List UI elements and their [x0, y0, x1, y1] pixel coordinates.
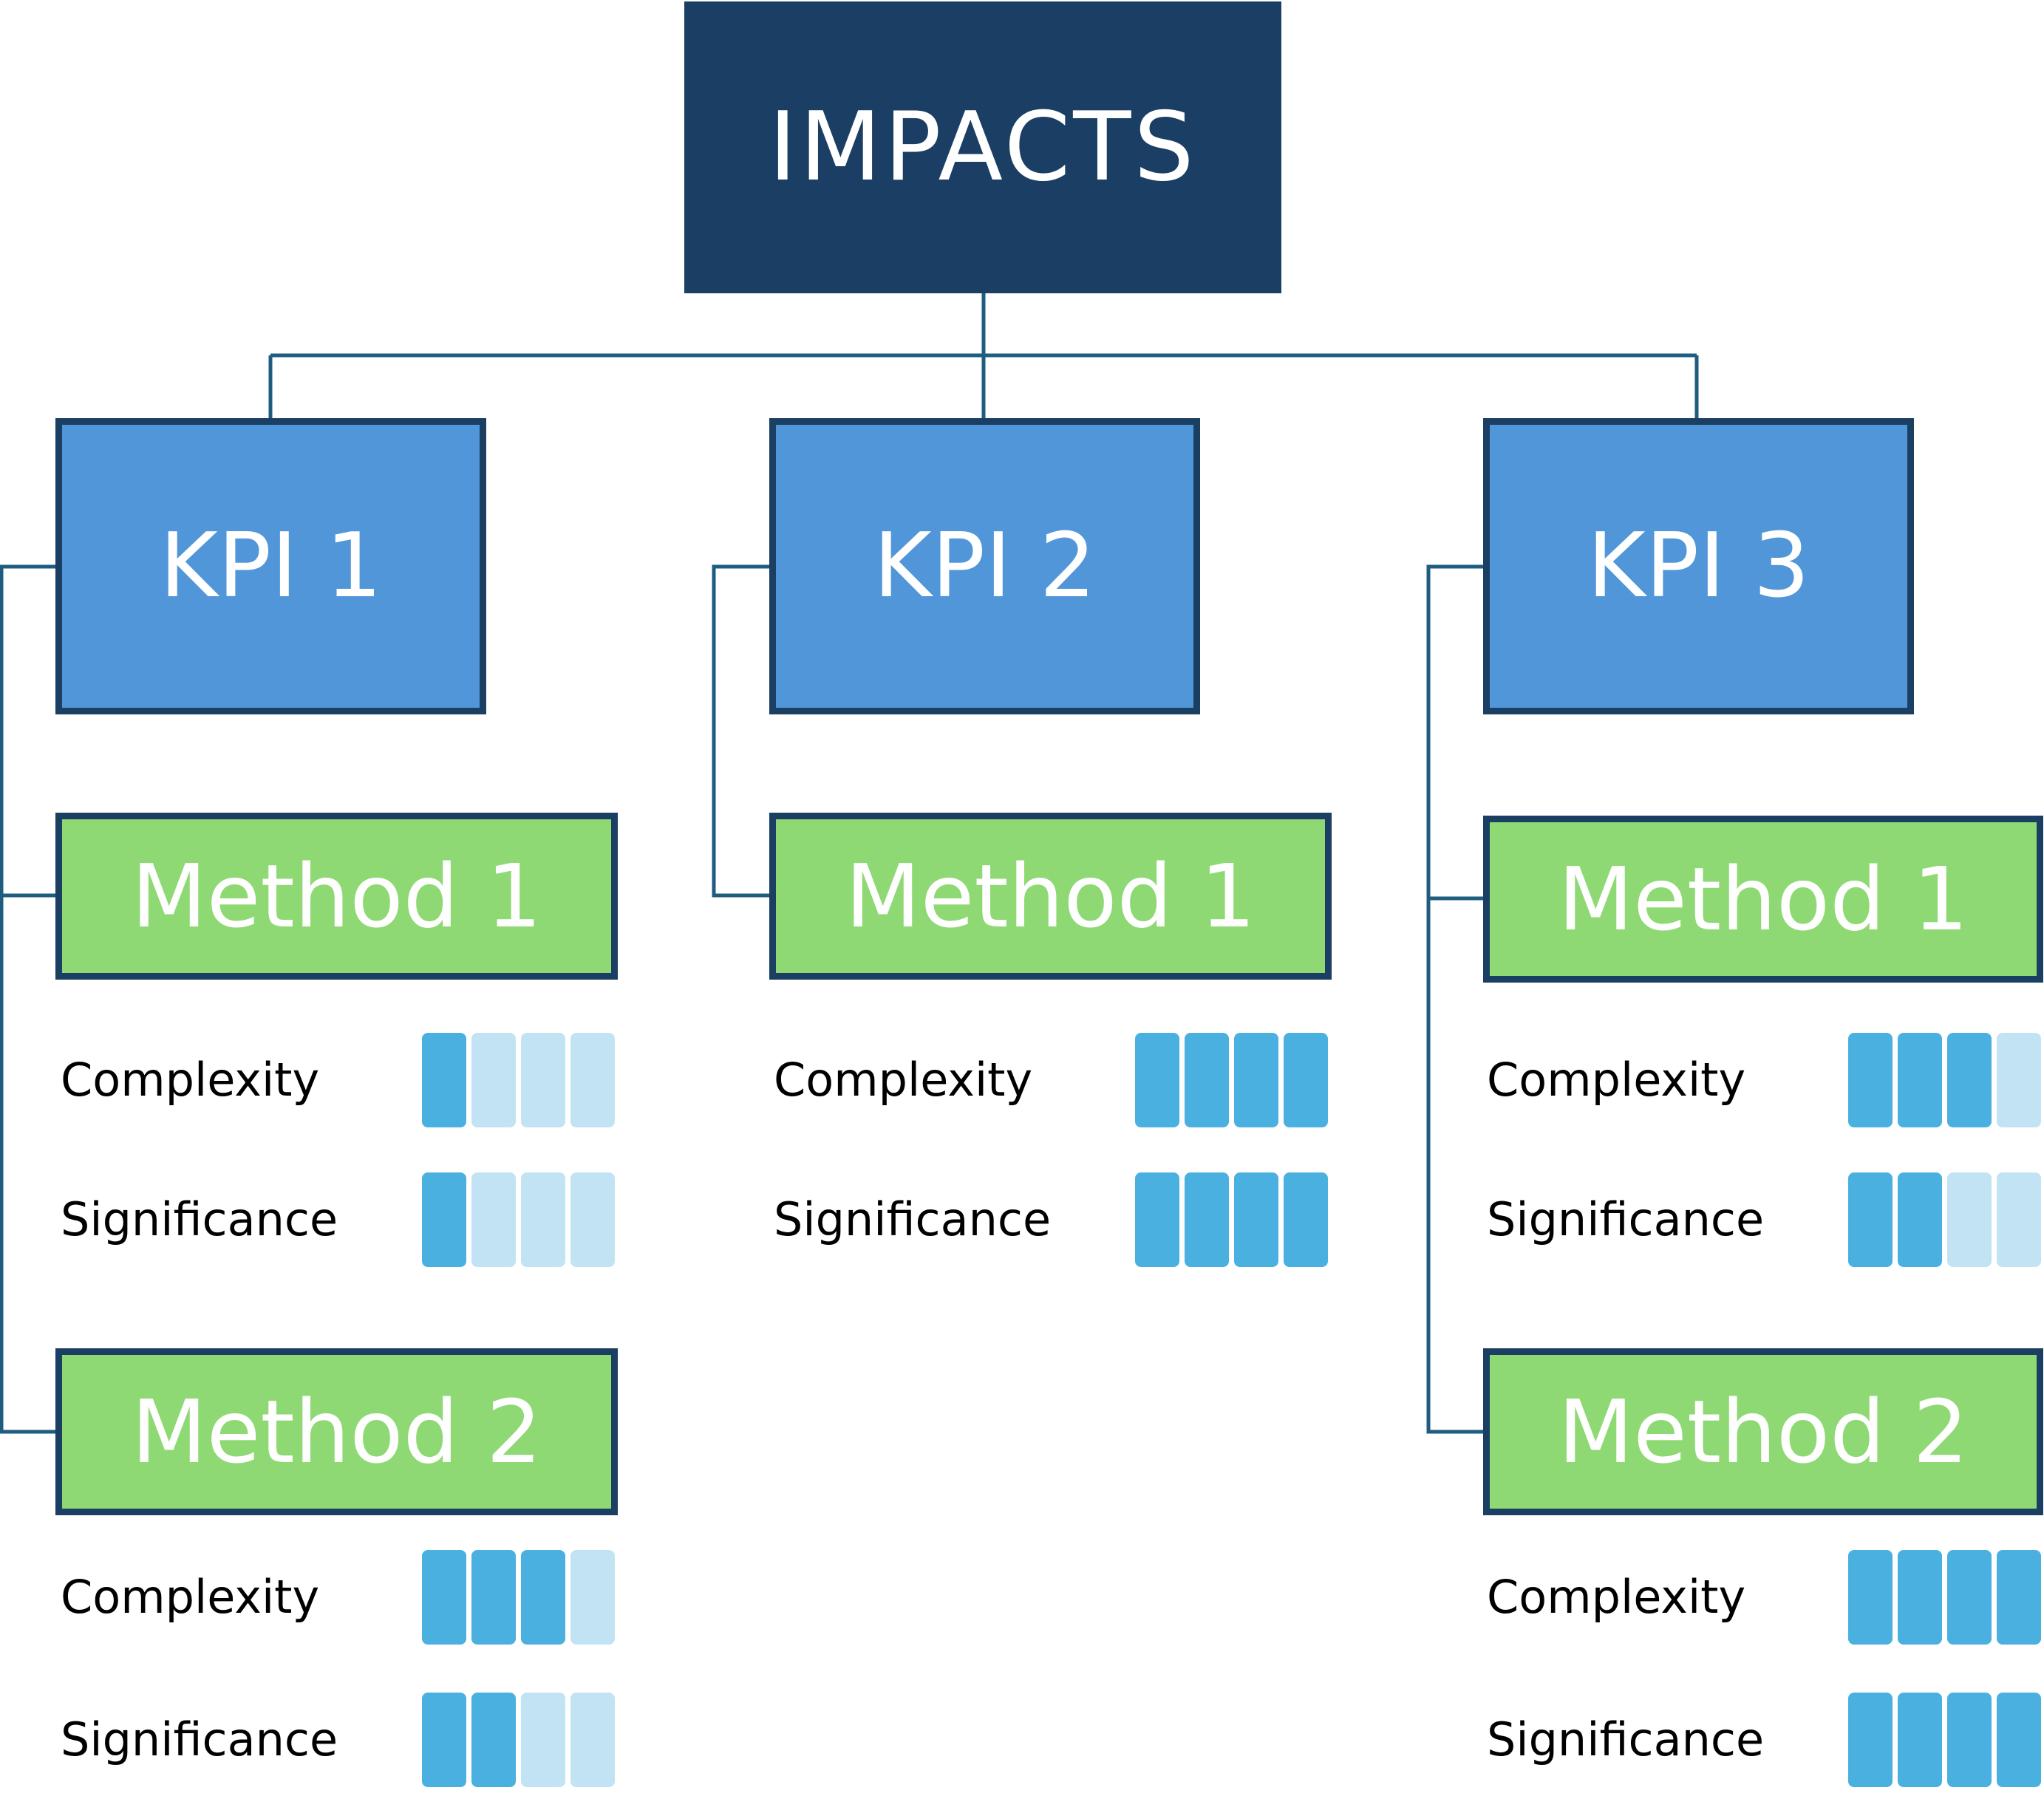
level-segment-empty [570, 1693, 615, 1787]
kpi-3-method-1-complexity-rating: Complexity [1487, 1033, 2041, 1127]
kpi-3-method-1-label: Method 1 [1558, 848, 1969, 950]
kpi-1-method-2-box: Method 2 [55, 1348, 618, 1515]
level-segment-filled [1185, 1033, 1229, 1127]
complexity-label: Complexity [61, 1570, 320, 1624]
kpi-3-method-2-box: Method 2 [1483, 1348, 2043, 1515]
level-bar [422, 1172, 615, 1267]
kpi-1-method-1-box: Method 1 [55, 813, 618, 980]
level-segment-empty [471, 1172, 516, 1267]
kpi-1-method-1-label: Method 1 [131, 845, 542, 947]
significance-label: Significance [61, 1713, 338, 1766]
kpi3-method-connector [1426, 564, 1486, 1434]
complexity-label: Complexity [1487, 1053, 1746, 1107]
level-bar [1848, 1033, 2041, 1127]
kpi-1-method-2-significance-rating: Significance [61, 1693, 615, 1787]
level-segment-filled [1234, 1172, 1278, 1267]
significance-label: Significance [1487, 1713, 1765, 1766]
root-impacts-label: IMPACTS [769, 92, 1197, 202]
level-segment-empty [570, 1033, 615, 1127]
level-segment-filled [521, 1550, 565, 1645]
level-segment-filled [1947, 1550, 1992, 1645]
kpi-3-method-2-label: Method 2 [1558, 1381, 1969, 1483]
level-segment-filled [422, 1172, 466, 1267]
kpi-2-box: KPI 2 [769, 418, 1200, 714]
level-bar [1848, 1550, 2041, 1645]
kpi-3-method-2-significance-rating: Significance [1487, 1693, 2041, 1787]
level-segment-filled [422, 1033, 466, 1127]
level-segment-filled [1898, 1172, 1942, 1267]
level-segment-filled [1135, 1033, 1179, 1127]
level-segment-filled [1848, 1693, 1893, 1787]
level-segment-filled [471, 1550, 516, 1645]
significance-label: Significance [774, 1192, 1052, 1246]
kpi-1-method-2-label: Method 2 [131, 1381, 542, 1483]
level-segment-filled [1284, 1172, 1328, 1267]
kpi-1-method-2-complexity-rating: Complexity [61, 1550, 615, 1645]
level-bar [1135, 1172, 1328, 1267]
level-segment-empty [521, 1172, 565, 1267]
root-to-kpi-connector [268, 293, 1699, 418]
kpi-3-method-1-box: Method 1 [1483, 816, 2043, 983]
level-segment-filled [1185, 1172, 1229, 1267]
level-segment-empty [521, 1033, 565, 1127]
kpi-1-label: KPI 1 [160, 515, 382, 618]
level-segment-filled [1947, 1693, 1992, 1787]
level-segment-empty [471, 1033, 516, 1127]
kpi-2-method-1-significance-rating: Significance [774, 1172, 1328, 1267]
kpi1-method-connector [0, 564, 58, 1434]
level-segment-empty [1947, 1172, 1992, 1267]
level-segment-filled [1234, 1033, 1278, 1127]
level-segment-empty [570, 1550, 615, 1645]
kpi-3-label: KPI 3 [1587, 515, 1810, 618]
complexity-label: Complexity [1487, 1570, 1746, 1624]
level-bar [1848, 1172, 2041, 1267]
kpi-1-box: KPI 1 [55, 418, 486, 714]
level-segment-empty [570, 1172, 615, 1267]
level-segment-filled [1848, 1550, 1893, 1645]
level-segment-filled [1997, 1693, 2041, 1787]
level-segment-filled [1848, 1033, 1893, 1127]
significance-label: Significance [61, 1192, 338, 1246]
level-segment-filled [1284, 1033, 1328, 1127]
kpi-2-method-1-label: Method 1 [845, 845, 1256, 947]
kpi-3-box: KPI 3 [1483, 418, 1914, 714]
level-segment-filled [1898, 1033, 1942, 1127]
root-impacts-box: IMPACTS [684, 1, 1281, 293]
level-segment-filled [1135, 1172, 1179, 1267]
level-segment-filled [422, 1550, 466, 1645]
kpi-2-method-1-box: Method 1 [769, 813, 1332, 980]
level-bar [1135, 1033, 1328, 1127]
kpi-3-method-1-significance-rating: Significance [1487, 1172, 2041, 1267]
complexity-label: Complexity [61, 1053, 320, 1107]
level-bar [422, 1550, 615, 1645]
complexity-label: Complexity [774, 1053, 1033, 1107]
kpi-2-method-1-complexity-rating: Complexity [774, 1033, 1328, 1127]
kpi-3-method-2-complexity-rating: Complexity [1487, 1550, 2041, 1645]
level-segment-empty [1997, 1172, 2041, 1267]
level-segment-filled [1947, 1033, 1992, 1127]
significance-label: Significance [1487, 1192, 1765, 1246]
level-bar [1848, 1693, 2041, 1787]
level-segment-filled [1997, 1550, 2041, 1645]
kpi-1-method-1-complexity-rating: Complexity [61, 1033, 615, 1127]
level-segment-empty [1997, 1033, 2041, 1127]
level-segment-empty [521, 1693, 565, 1787]
kpi2-method-connector [712, 564, 772, 898]
level-segment-filled [471, 1693, 516, 1787]
level-segment-filled [1848, 1172, 1893, 1267]
level-bar [422, 1693, 615, 1787]
level-segment-filled [1898, 1693, 1942, 1787]
kpi-1-method-1-significance-rating: Significance [61, 1172, 615, 1267]
level-segment-filled [1898, 1550, 1942, 1645]
level-bar [422, 1033, 615, 1127]
level-segment-filled [422, 1693, 466, 1787]
kpi-2-label: KPI 2 [873, 515, 1096, 618]
